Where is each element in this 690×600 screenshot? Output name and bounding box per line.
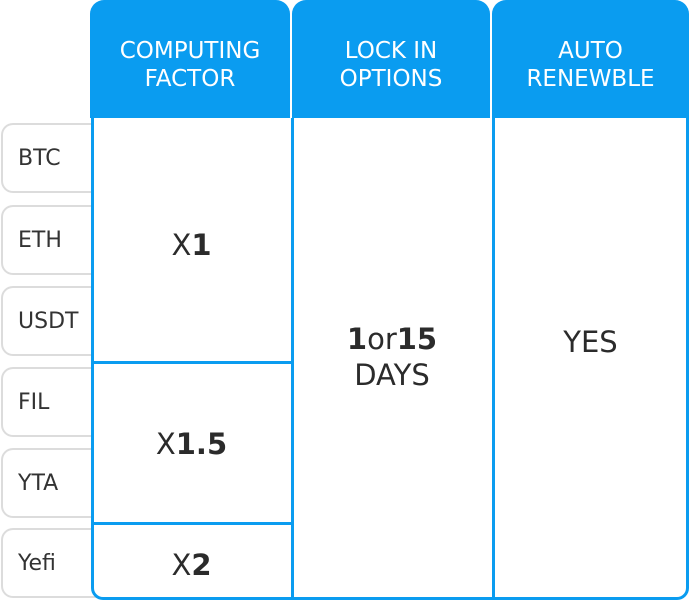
factor-prefix: X <box>171 228 192 262</box>
header-auto-renewable-text: AUTO RENEWBLE <box>526 38 655 92</box>
factor-number: 1.5 <box>175 427 228 461</box>
factor-divider <box>91 361 292 364</box>
lock-value-1: 1 <box>346 322 368 356</box>
auto-renew-value: YES <box>563 325 618 359</box>
header-lock-in-options: LOCK IN OPTIONS <box>292 0 490 118</box>
coin-label-btc: BTC <box>1 123 101 193</box>
factor-prefix: X <box>171 548 192 582</box>
header-computing-factor: COMPUTING FACTOR <box>90 0 290 118</box>
coin-label-usdt: USDT <box>1 286 101 356</box>
lock-value-2: 15 <box>396 322 438 356</box>
header-lock-in-options-text: LOCK IN OPTIONS <box>339 38 443 92</box>
factor-value-2: X1.5 <box>91 427 292 461</box>
lock-in-value: 1or15 DAYS <box>291 321 493 393</box>
factor-divider <box>91 522 292 525</box>
lock-unit: DAYS <box>354 358 430 392</box>
coin-label-fil: FIL <box>1 367 101 437</box>
header-auto-renewable: AUTO RENEWBLE <box>492 0 689 118</box>
coin-label-yefi: Yefi <box>1 528 101 598</box>
header-computing-factor-text: COMPUTING FACTOR <box>119 38 261 92</box>
computing-factor-column <box>91 118 292 600</box>
coin-label-yta: YTA <box>1 448 101 518</box>
factor-prefix: X <box>155 427 176 461</box>
factor-number: 2 <box>191 548 212 582</box>
lock-in-column <box>291 118 493 600</box>
lock-or: or <box>367 322 397 356</box>
factor-value-1: X1 <box>91 228 292 262</box>
coin-label-eth: ETH <box>1 205 101 275</box>
auto-renew-column <box>492 118 689 600</box>
factor-number: 1 <box>191 228 212 262</box>
factor-value-3: X2 <box>91 548 292 582</box>
